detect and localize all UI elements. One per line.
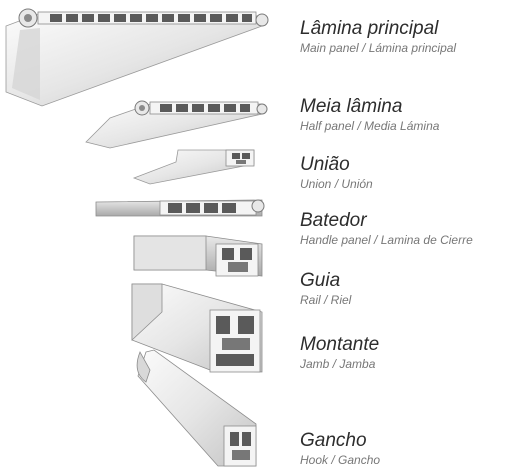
label-main-panel: Lâmina principal Main panel / Lámina pri… bbox=[300, 18, 456, 56]
item-name: Gancho bbox=[300, 430, 367, 451]
item-translation: Union / Unión bbox=[300, 177, 373, 191]
profiles-illustration bbox=[5, 8, 269, 467]
label-rail: Guia Rail / Riel bbox=[300, 270, 351, 308]
item-translation: Handle panel / Lamina de Cierre bbox=[300, 233, 473, 247]
item-translation: Jamb / Jamba bbox=[300, 357, 376, 371]
label-hook: Gancho Hook / Gancho bbox=[300, 430, 380, 468]
item-name: Meia lâmina bbox=[300, 96, 403, 117]
jamb-profile bbox=[131, 283, 263, 373]
item-translation: Half panel / Media Lámina bbox=[300, 119, 440, 133]
item-name: Guia bbox=[300, 270, 341, 291]
union-profile bbox=[132, 149, 255, 185]
item-translation: Main panel / Lámina principal bbox=[300, 41, 457, 55]
label-jamb: Montante Jamb / Jamba bbox=[300, 334, 379, 372]
item-name: União bbox=[300, 154, 350, 175]
label-half-panel: Meia lâmina Half panel / Media Lámina bbox=[300, 96, 439, 134]
main-panel-profile bbox=[5, 8, 269, 107]
rail-profile bbox=[133, 235, 263, 277]
item-translation: Rail / Riel bbox=[300, 293, 352, 307]
item-name: Montante bbox=[300, 334, 380, 355]
half-panel-profile bbox=[85, 100, 268, 149]
item-translation: Hook / Gancho bbox=[300, 453, 381, 467]
item-name: Batedor bbox=[300, 210, 367, 231]
label-union: União Union / Unión bbox=[300, 154, 373, 192]
label-handle-panel: Batedor Handle panel / Lamina de Cierre bbox=[300, 210, 473, 248]
handle-panel-profile bbox=[95, 199, 265, 217]
item-name: Lâmina principal bbox=[300, 18, 439, 39]
hook-profile bbox=[136, 349, 257, 467]
